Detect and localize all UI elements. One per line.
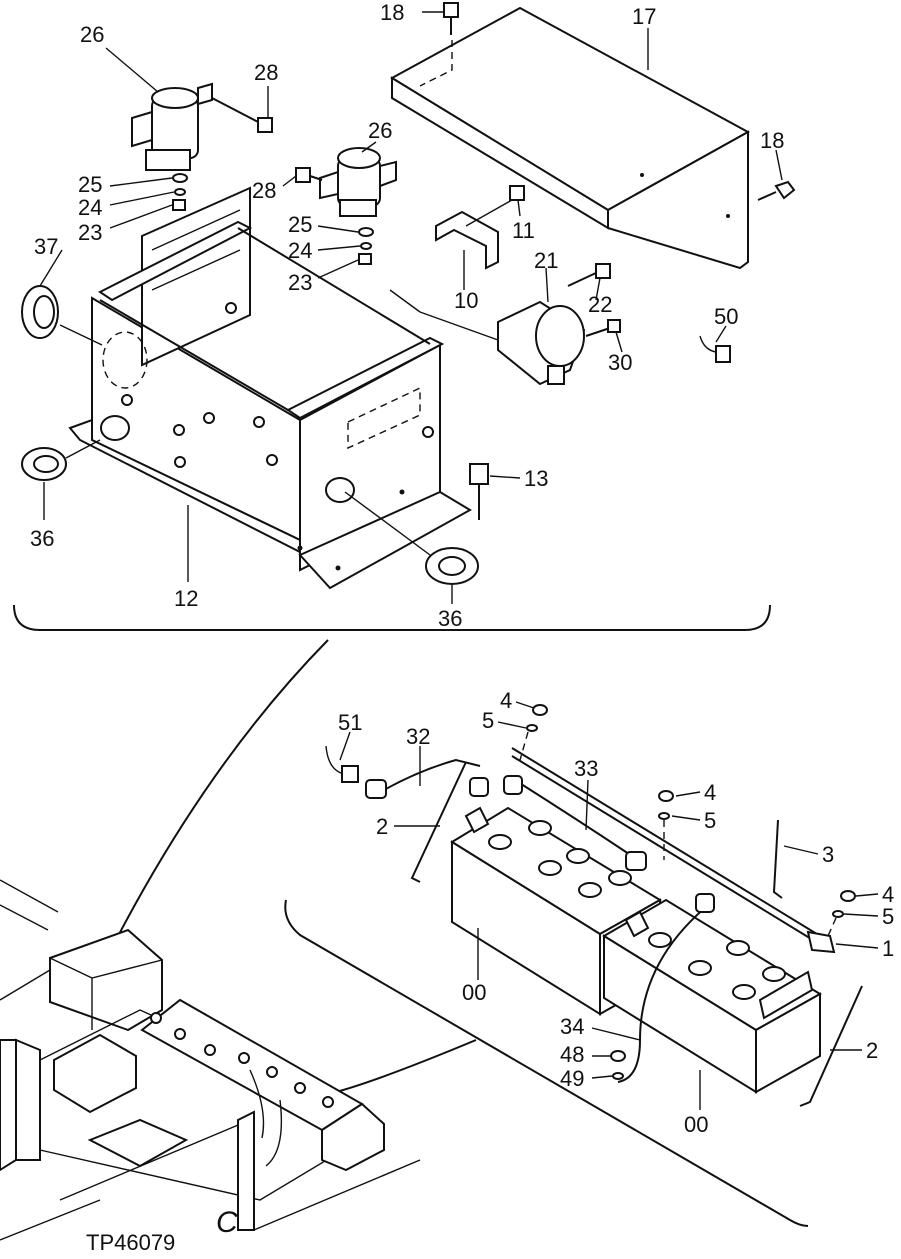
screw-11 <box>509 185 525 201</box>
washer-5a <box>526 724 538 732</box>
screw-30 <box>585 319 621 337</box>
cable-34 <box>617 901 713 1083</box>
callout-12: 12 <box>174 586 198 611</box>
callout-10: 10 <box>454 288 478 313</box>
callout-4-middle: 4 <box>704 780 716 805</box>
nut-4b <box>658 790 674 802</box>
leader-lines-bottom <box>339 701 879 1110</box>
callout-25-left: 25 <box>78 172 102 197</box>
callout-4-top: 4 <box>500 688 512 713</box>
callout-37: 37 <box>34 234 58 259</box>
callout-23-left: 23 <box>78 220 102 245</box>
callout-30: 30 <box>608 350 632 375</box>
cable-32 <box>383 758 481 791</box>
callout-33: 33 <box>574 756 598 781</box>
relay-26-right <box>319 147 397 217</box>
callout-48: 48 <box>560 1042 584 1067</box>
relay-26-left <box>131 82 213 171</box>
callout-00-left: 00 <box>462 980 486 1005</box>
callout-26-right: 26 <box>368 118 392 143</box>
washer-49 <box>612 1072 624 1080</box>
callout-50: 50 <box>714 304 738 329</box>
callout-32: 32 <box>406 724 430 749</box>
rod-2-right <box>799 985 863 1107</box>
callout-4-right: 4 <box>882 882 894 907</box>
relay-21 <box>497 300 586 386</box>
callout-36-right: 36 <box>438 606 462 631</box>
callout-36-left: 36 <box>30 526 54 551</box>
washer-5c <box>832 910 844 918</box>
callout-28-left: 28 <box>254 60 278 85</box>
rod-3 <box>772 819 783 899</box>
detail-link-left <box>115 639 329 941</box>
bracket-10 <box>435 199 513 270</box>
callout-21: 21 <box>534 248 558 273</box>
cable-33 <box>517 781 633 857</box>
callout-1: 1 <box>882 936 894 961</box>
callout-26-left: 26 <box>80 22 104 47</box>
callout-49: 49 <box>560 1066 584 1091</box>
rod-2-left <box>410 761 467 883</box>
callout-18-right: 18 <box>760 128 784 153</box>
callout-17: 17 <box>632 4 656 29</box>
top-assembly-brace <box>13 604 771 631</box>
grommet-36-left <box>21 447 67 481</box>
callout-28-right: 28 <box>252 178 276 203</box>
nut-48 <box>610 1050 626 1062</box>
leader-lines-top <box>39 11 783 604</box>
callout-labels: 18 17 26 28 26 18 25 28 24 11 25 23 37 2… <box>30 0 894 1255</box>
callout-2-right: 2 <box>866 1038 878 1063</box>
detail-link-right <box>335 1039 477 1093</box>
grommet-37 <box>21 285 59 339</box>
lockwasher-24-right <box>360 242 372 250</box>
diagram-id: TP46079 <box>86 1230 175 1254</box>
screw-28-left <box>211 97 273 133</box>
hold-down-bar <box>511 747 831 943</box>
nut-23-left <box>172 199 186 211</box>
machine-frame-view <box>0 879 421 1241</box>
nut-23-right <box>358 253 372 265</box>
bolt-13 <box>469 463 489 520</box>
callout-22: 22 <box>588 292 612 317</box>
lower-assembly-brace <box>284 899 809 1227</box>
bolt-18-top <box>443 2 459 35</box>
callout-3: 3 <box>822 842 834 867</box>
callout-25-right: 25 <box>288 212 312 237</box>
screw-22 <box>567 263 611 287</box>
callout-24-right: 24 <box>288 238 312 263</box>
callout-13: 13 <box>524 466 548 491</box>
grommet-36-right <box>425 547 479 585</box>
screw-28-right <box>295 167 323 183</box>
nut-4a <box>532 704 548 716</box>
callout-23-right: 23 <box>288 270 312 295</box>
lockwasher-24-left <box>174 188 186 196</box>
callout-5-middle: 5 <box>704 808 716 833</box>
callout-18-top: 18 <box>380 0 404 25</box>
callout-5-right: 5 <box>882 904 894 929</box>
battery-00-right <box>602 898 822 1094</box>
callout-2-left: 2 <box>376 814 388 839</box>
callout-5-top: 5 <box>482 708 494 733</box>
corner-letter: C <box>216 1206 238 1239</box>
washer-25-right <box>358 227 374 237</box>
connector-50 <box>699 335 731 363</box>
callout-24-left: 24 <box>78 195 102 220</box>
washer-5b <box>658 812 670 820</box>
washer-25-left <box>172 173 188 183</box>
callout-51: 51 <box>338 710 362 735</box>
callout-00-right: 00 <box>684 1112 708 1137</box>
battery-box-12 <box>68 186 472 590</box>
callout-11: 11 <box>512 218 535 243</box>
callout-34: 34 <box>560 1014 584 1039</box>
hold-down-bar-1-end <box>806 930 836 954</box>
cover-17 <box>390 6 751 270</box>
bolt-18-right <box>757 180 796 201</box>
nut-4c <box>840 890 856 902</box>
